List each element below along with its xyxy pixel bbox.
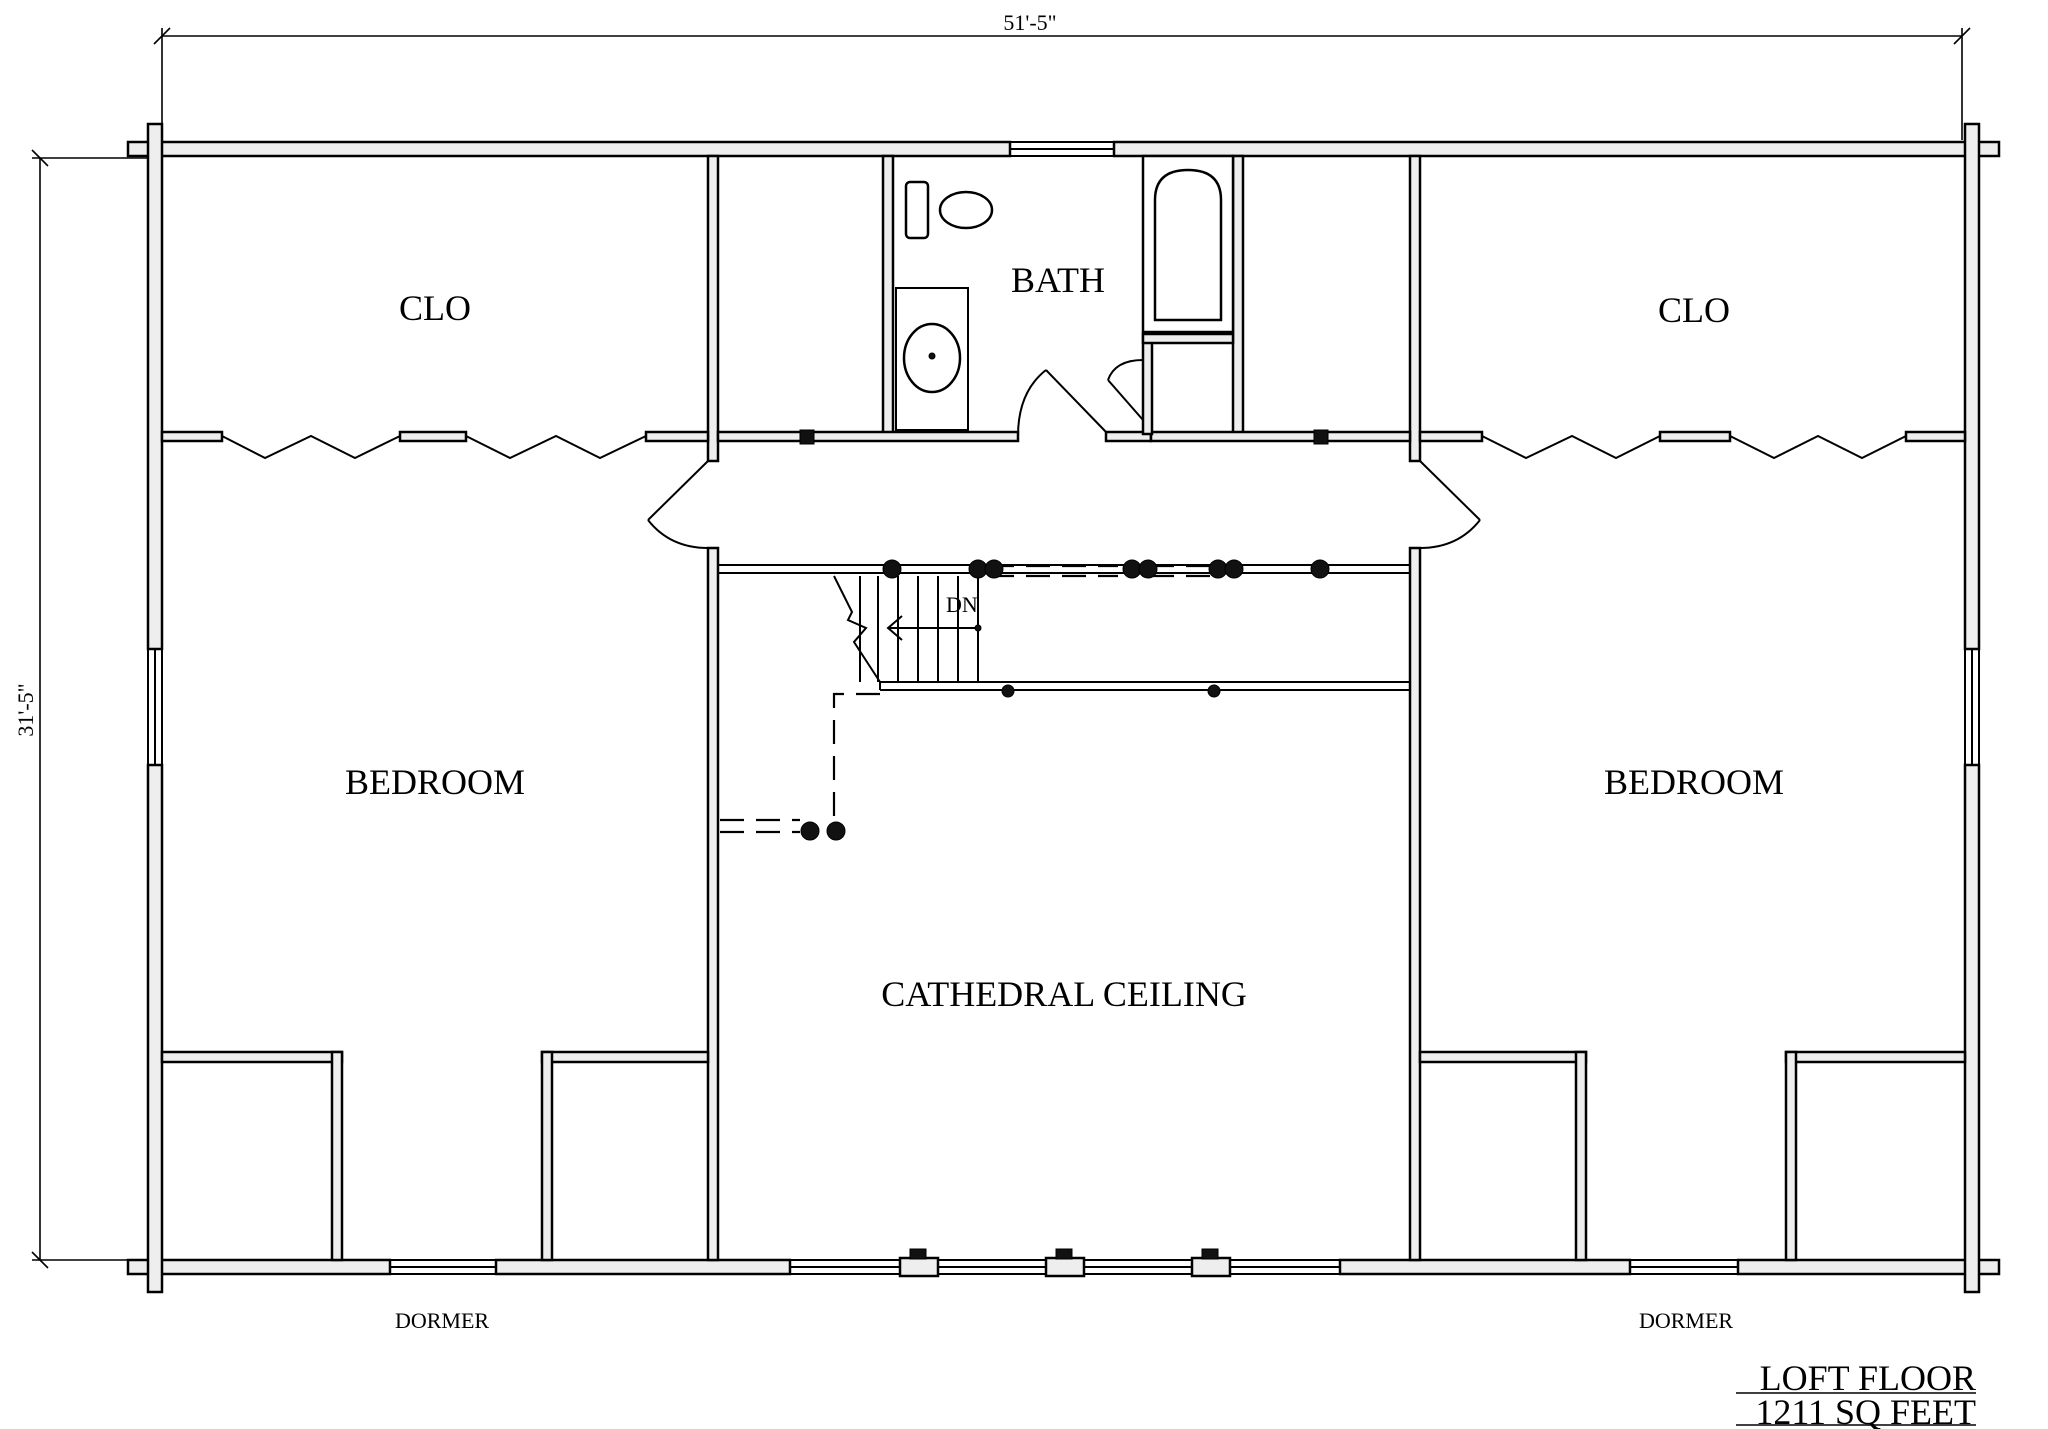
depth-dimension-label: 31'-5" <box>13 683 38 736</box>
toilet-tank <box>904 180 930 240</box>
plan-title-line2: 1211 SQ FEET <box>1755 1392 1976 1429</box>
width-dimension-label: 51'-5" <box>1003 10 1056 35</box>
plan-title-line1: LOFT FLOOR <box>1760 1358 1976 1398</box>
bedroom-right-label: BEDROOM <box>1604 762 1784 802</box>
column-post <box>800 821 820 841</box>
cathedral-ceiling-label: CATHEDRAL CEILING <box>881 974 1247 1014</box>
dormer-right-label: DORMER <box>1639 1308 1733 1333</box>
closet-left-label: CLO <box>399 288 471 328</box>
bath-label: BATH <box>1011 260 1105 300</box>
windows <box>147 141 1980 1278</box>
closet-right-label: CLO <box>1658 290 1730 330</box>
interior-walls <box>160 154 1967 1262</box>
railing-post <box>882 559 902 579</box>
stair-down-label: DN <box>946 592 978 617</box>
railing-post <box>968 559 988 579</box>
bedroom-left-label: BEDROOM <box>345 762 525 802</box>
depth-dimension: 31'-5" <box>13 149 150 1269</box>
railing-post <box>1122 559 1142 579</box>
railing-post <box>1138 559 1158 579</box>
exterior-walls <box>126 122 2001 1294</box>
dormer-left-label: DORMER <box>395 1308 489 1333</box>
plan-title: LOFT FLOOR 1211 SQ FEET <box>1736 1358 1976 1429</box>
toilet-bowl <box>938 190 994 230</box>
width-dimension: 51'-5" <box>153 10 1971 140</box>
railing-post <box>1208 559 1228 579</box>
railing-post <box>984 559 1004 579</box>
column-post <box>826 821 846 841</box>
railing-post <box>1224 559 1244 579</box>
stair-and-railing: DN <box>718 559 1410 841</box>
railing-post <box>1310 559 1330 579</box>
doors <box>647 359 1481 549</box>
bath-fixtures <box>895 154 1235 431</box>
